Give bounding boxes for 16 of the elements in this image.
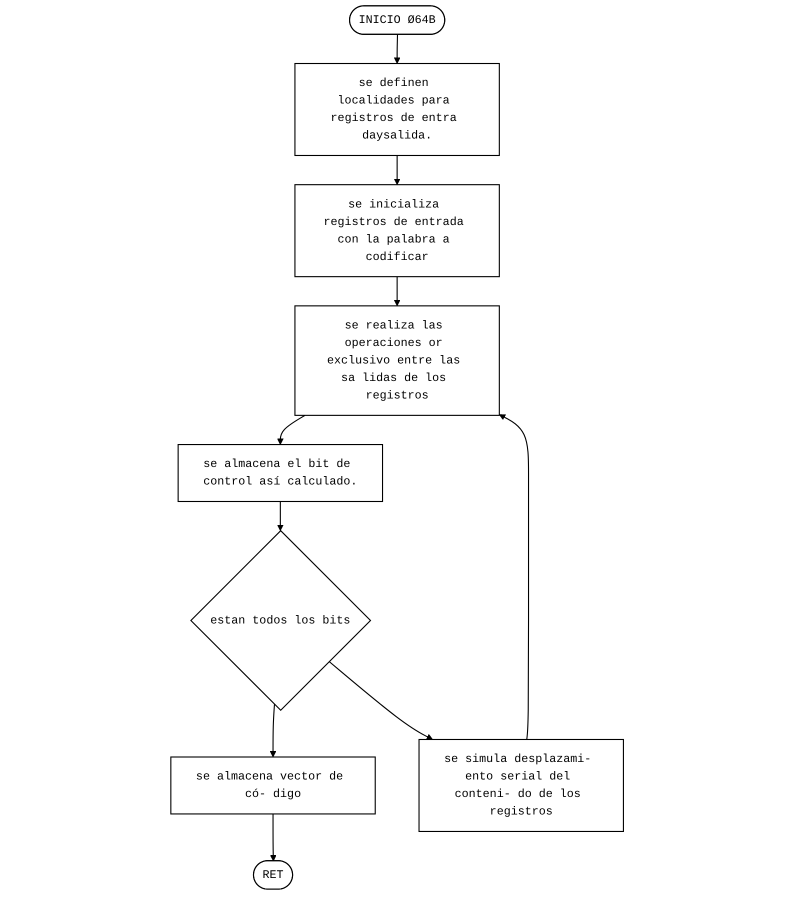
- arrow: [329, 661, 434, 740]
- node-box: se definen localidades para registros de entra daysalida.: [294, 62, 500, 156]
- node-diamond: estan todos los bits: [190, 530, 372, 712]
- arrow: [394, 155, 401, 185]
- node-box: se almacena el bit de control así calculado.: [178, 444, 384, 502]
- arrow: [270, 814, 277, 862]
- arrow: [277, 414, 306, 445]
- node-box: se inicializa registros de entrada con la palabra a codificar: [294, 184, 500, 278]
- node-box: se simula desplazami- ento serial del conteni- do de los registros: [418, 738, 624, 832]
- arrow: [394, 276, 401, 306]
- arrow: [499, 414, 530, 740]
- arrow: [270, 704, 277, 758]
- arrow: [277, 502, 284, 531]
- arrow: [394, 34, 401, 64]
- node-box: se realiza las operaciones or exclusivo entre las sa lidas de los registros: [294, 305, 500, 416]
- node-box: se almacena vector de có- digo: [170, 756, 376, 814]
